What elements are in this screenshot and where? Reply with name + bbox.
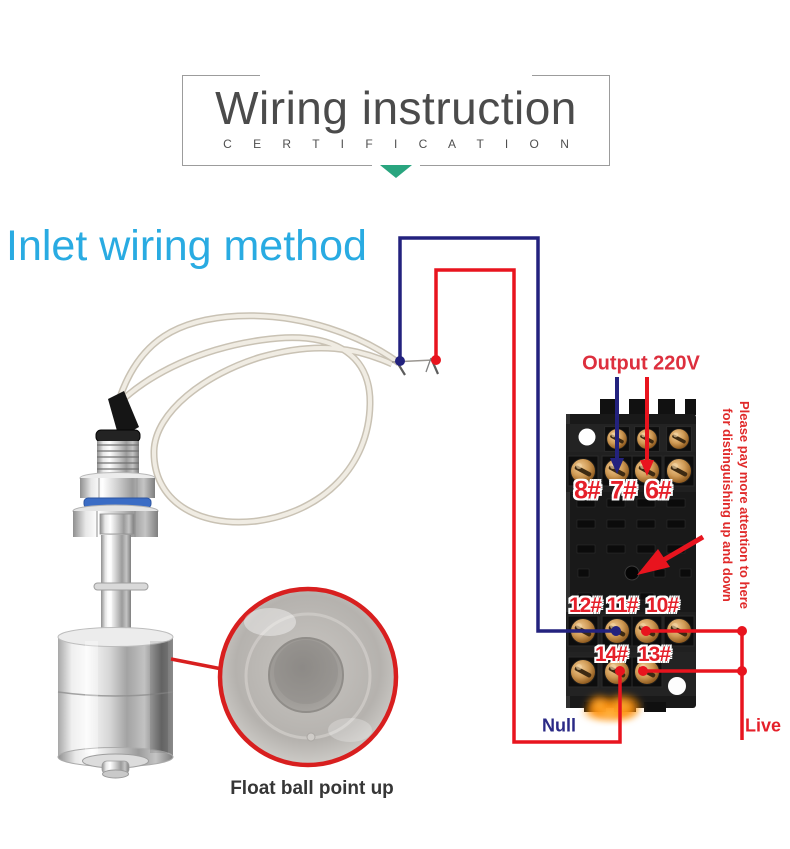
pin-slots bbox=[576, 498, 692, 601]
page-subtitle: C E R T I F I C A T I O N bbox=[223, 137, 578, 151]
banner-border bbox=[182, 165, 372, 166]
banner-border bbox=[420, 165, 610, 166]
live-label: Live bbox=[744, 715, 782, 736]
magnifier-pointer-line bbox=[170, 657, 223, 671]
stem-rod bbox=[93, 535, 149, 637]
mounting-hole-bottom bbox=[668, 677, 686, 695]
title-banner: Wiring instruction C E R T I F I C A T I… bbox=[182, 75, 610, 178]
terminal-label-10: 10# bbox=[645, 594, 679, 617]
terminal-label-7: 7# bbox=[610, 476, 637, 505]
attention-note: Please pay more attention to here for di… bbox=[719, 390, 753, 620]
attention-arrow bbox=[637, 534, 705, 575]
terminal-label-14: 14# bbox=[594, 643, 628, 666]
center-hole bbox=[624, 565, 640, 581]
terminal-label-12: 12# bbox=[568, 594, 602, 617]
page-title: Wiring instruction bbox=[215, 82, 577, 134]
terminal-label-6: 6# bbox=[645, 476, 672, 505]
terminal-label-11: 11# bbox=[606, 594, 639, 617]
banner-border bbox=[609, 75, 610, 166]
rod-collar bbox=[93, 582, 149, 591]
terminal-label-13: 13# bbox=[637, 643, 671, 666]
cable-wire bbox=[111, 312, 440, 526]
attention-note-line2: for distinguishing up and down bbox=[720, 408, 735, 602]
float-ball-caption: Float ball point up bbox=[230, 778, 394, 799]
null-label: Null bbox=[542, 715, 576, 736]
hex-nut-small bbox=[79, 472, 156, 498]
mounting-hole-top bbox=[578, 428, 596, 446]
triangle-pointer-icon bbox=[380, 165, 412, 178]
banner-border bbox=[182, 75, 183, 166]
banner-border bbox=[182, 75, 260, 76]
live-wire bbox=[431, 268, 747, 744]
indicator-glow bbox=[580, 692, 644, 723]
output-arrow-red bbox=[640, 377, 654, 476]
float-ball bbox=[57, 627, 174, 767]
float-switch-photo bbox=[57, 312, 440, 779]
cable-gland bbox=[95, 391, 141, 443]
magnifier-circle bbox=[170, 586, 399, 768]
wiring-lines bbox=[395, 236, 747, 744]
threaded-stem bbox=[97, 441, 139, 478]
retaining-clip bbox=[82, 753, 149, 779]
null-wire bbox=[395, 236, 621, 636]
float-bottom-recess bbox=[268, 637, 344, 713]
section-heading: Inlet wiring method bbox=[6, 222, 367, 270]
relay-socket-photo bbox=[566, 399, 696, 712]
output-voltage-label: Output 220V bbox=[582, 352, 700, 375]
terminal-label-8: 8# bbox=[574, 476, 601, 505]
output-arrow-blue bbox=[610, 377, 624, 474]
hex-nut-large bbox=[72, 504, 159, 537]
banner-border bbox=[532, 75, 610, 76]
attention-note-line1: Please pay more attention to here bbox=[737, 400, 752, 610]
